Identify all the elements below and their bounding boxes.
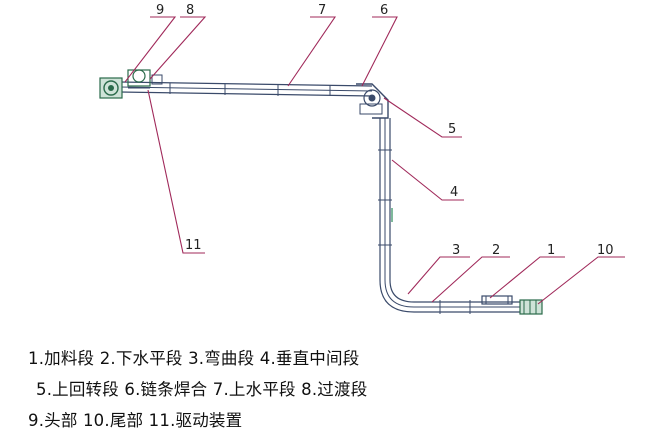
callout-2: 2 (492, 243, 500, 258)
upper-turn-section (356, 83, 389, 119)
callout-3: 3 (452, 243, 460, 258)
head-unit (99, 77, 123, 99)
callout-10: 10 (597, 243, 614, 258)
legend-line: 9.头部 10.尾部 11.驱动装置 (28, 411, 243, 430)
feeding-section (481, 295, 513, 305)
legend-line: 5.上回转段 6.链条焊合 7.上水平段 8.过渡段 (36, 380, 368, 399)
transition-section (127, 69, 163, 89)
callout-7: 7 (318, 3, 326, 18)
leader-lines (124, 16, 625, 305)
callout-9: 9 (156, 3, 164, 18)
callout-1: 1 (547, 243, 555, 258)
bend-section (379, 279, 415, 313)
callout-4: 4 (450, 185, 458, 200)
legend-line: 1.加料段 2.下水平段 3.弯曲段 4.垂直中间段 (28, 349, 360, 368)
callout-8: 8 (186, 3, 194, 18)
tail-unit (519, 299, 543, 315)
callout-11: 11 (185, 238, 202, 253)
callout-6: 6 (380, 3, 388, 18)
callout-5: 5 (448, 122, 456, 137)
callout-labels: 9 8 7 6 5 4 3 2 1 10 11 (156, 3, 614, 258)
vertical-section (378, 118, 393, 280)
